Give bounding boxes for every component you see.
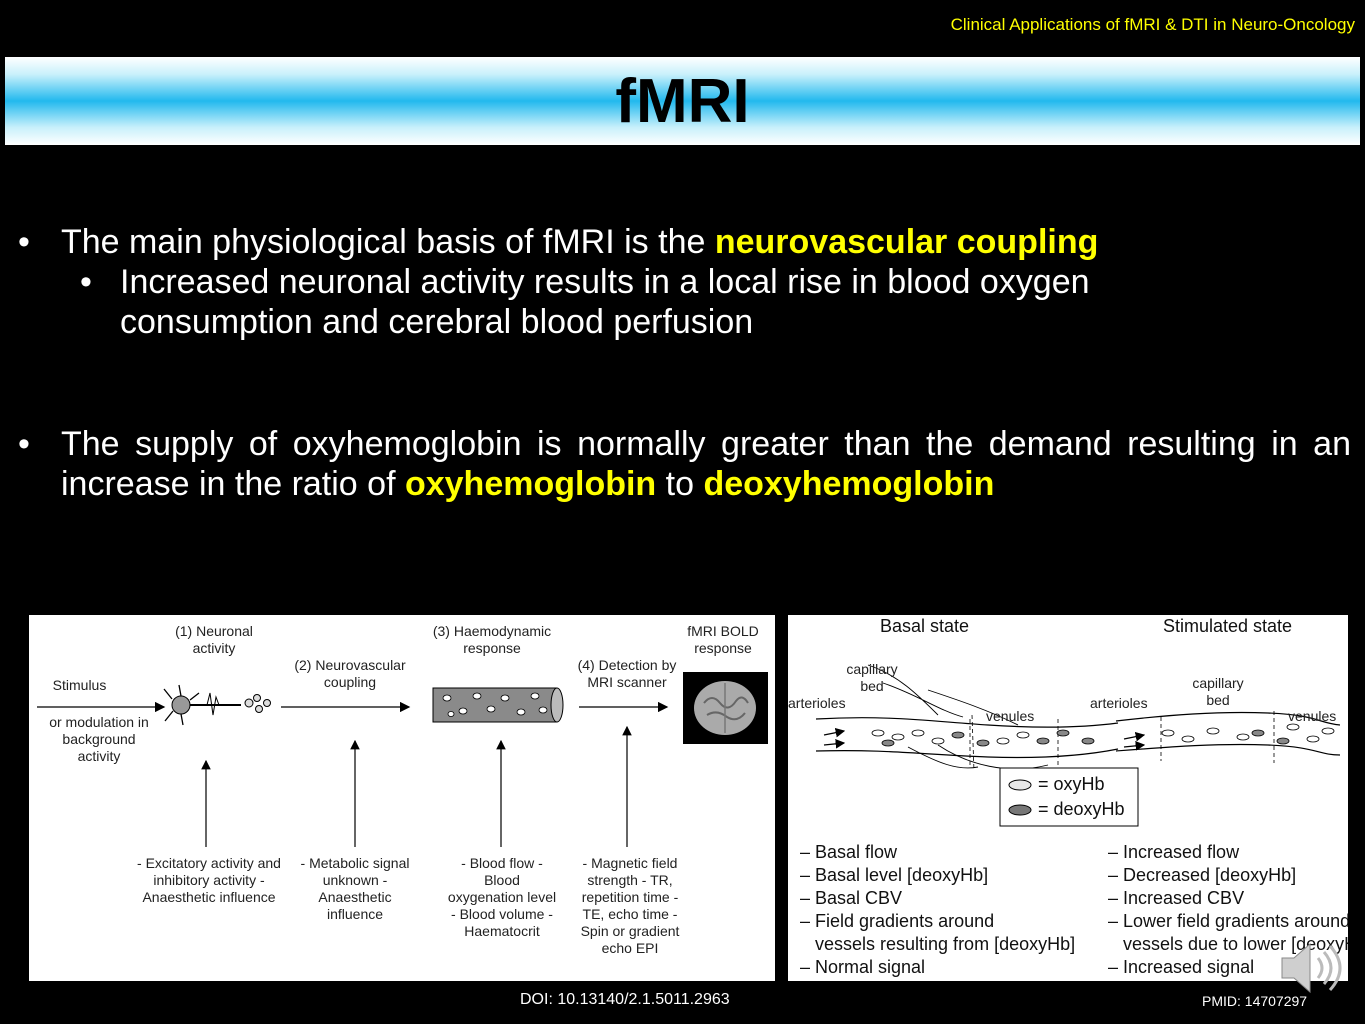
basal-list: – Basal flow – Basal level [deoxyHb] – B… <box>800 841 1075 979</box>
factor-3: - Blood flow - Blood oxygenation level -… <box>447 855 557 939</box>
basal-heading: Basal state <box>880 616 970 636</box>
capillary-label-basal: capillary bed <box>846 661 898 694</box>
arterioles-label-stim: arterioles <box>1090 695 1148 711</box>
stim-item: – Decreased [deoxyHb] <box>1108 865 1297 885</box>
bullet-3-text: The supply of oxyhemoglobin is normally … <box>61 425 1351 503</box>
bullet-1-text: The main physiological basis of fMRI is … <box>61 223 715 261</box>
vessel-diagrams <box>815 664 1341 827</box>
factor-2: - Metabolic signal unknown - Anaesthetic… <box>300 855 410 922</box>
legend-oxyhb: = oxyHb <box>1038 774 1105 794</box>
course-title: Clinical Applications of fMRI & DTI in N… <box>950 15 1355 34</box>
deoxyhb-legend-swatch <box>1008 804 1032 816</box>
stimulus-label: Stimulus <box>52 677 107 693</box>
highlight-oxyhemoglobin: oxyhemoglobin <box>404 465 657 503</box>
pathway-arrows <box>37 672 768 847</box>
stimulated-vessel <box>1115 711 1341 763</box>
modulation-label: or modulation in background activity <box>49 714 149 764</box>
basal-item: – Basal level [deoxyHb] <box>800 865 989 885</box>
pmid-text: PMID: 14707297 <box>1202 993 1308 1009</box>
step1-label: (1) Neuronal activity <box>175 623 253 656</box>
arterioles-label-basal: arterioles <box>788 695 846 711</box>
step3-label: (3) Haemodynamic response <box>432 623 552 656</box>
stimulated-heading: Stimulated state <box>1163 616 1293 636</box>
bullet-marker: • <box>18 223 30 261</box>
venules-label-basal: venules <box>986 708 1035 724</box>
stim-item: – Increased signal <box>1108 957 1255 977</box>
basal-item: vessels resulting from [deoxyHb] <box>800 934 1076 954</box>
stimulated-list: – Increased flow – Decreased [deoxyHb] –… <box>1108 841 1348 979</box>
basal-stimulated-figure: Basal state Stimulated state capillary b… <box>788 615 1348 981</box>
doi-text: DOI: 10.13140/2.1.5011.2963 <box>520 991 730 1008</box>
bullet-marker: • <box>80 263 92 301</box>
step2-label: (2) Neurovascular coupling <box>294 657 406 690</box>
bold-pathway-figure: Stimulus or modulation in background act… <box>29 615 775 981</box>
title-bar: fMRI <box>5 57 1360 145</box>
step4-label: (4) Detection by MRI scanner <box>577 657 677 690</box>
bullet-3: The supply of oxyhemoglobin is normally … <box>61 424 1351 504</box>
basal-item: – Basal CBV <box>800 888 903 908</box>
basal-vessel <box>815 664 1119 772</box>
highlight-neurovascular: neurovascular coupling <box>714 223 1099 261</box>
bullet-1: The main physiological basis of fMRI is … <box>61 222 1351 262</box>
bold-label: fMRI BOLD response <box>687 623 759 656</box>
factor-4: - Magnetic field strength - TR, repetiti… <box>580 855 680 956</box>
slide-title: fMRI <box>615 66 750 136</box>
bullet-marker: • <box>18 425 30 463</box>
basal-item: – Field gradients around <box>800 911 995 931</box>
neuron-icon <box>163 684 271 726</box>
brain-scan-icon <box>683 672 768 744</box>
basal-item: – Basal flow <box>800 842 898 862</box>
stim-item: – Increased flow <box>1108 842 1240 862</box>
blood-vessel-icon <box>432 687 564 723</box>
highlight-deoxyhemoglobin: deoxyhemoglobin <box>703 465 995 503</box>
oxyhb-legend-swatch <box>1008 779 1032 791</box>
legend-deoxyhb: = deoxyHb <box>1038 799 1125 819</box>
speaker-icon[interactable] <box>1278 938 1344 998</box>
stim-item: – Lower field gradients around <box>1108 911 1348 931</box>
factor-1: - Excitatory activity and inhibitory act… <box>137 855 281 905</box>
basal-item: – Normal signal <box>800 957 926 977</box>
capillary-label-stim: capillary bed <box>1192 675 1244 708</box>
legend-box <box>999 767 1139 827</box>
bullet-3-mid: to <box>656 465 704 503</box>
bullet-2: Increased neuronal activity results in a… <box>120 263 1090 341</box>
stim-item: – Increased CBV <box>1108 888 1245 908</box>
venules-label-stim: venules <box>1288 708 1337 724</box>
